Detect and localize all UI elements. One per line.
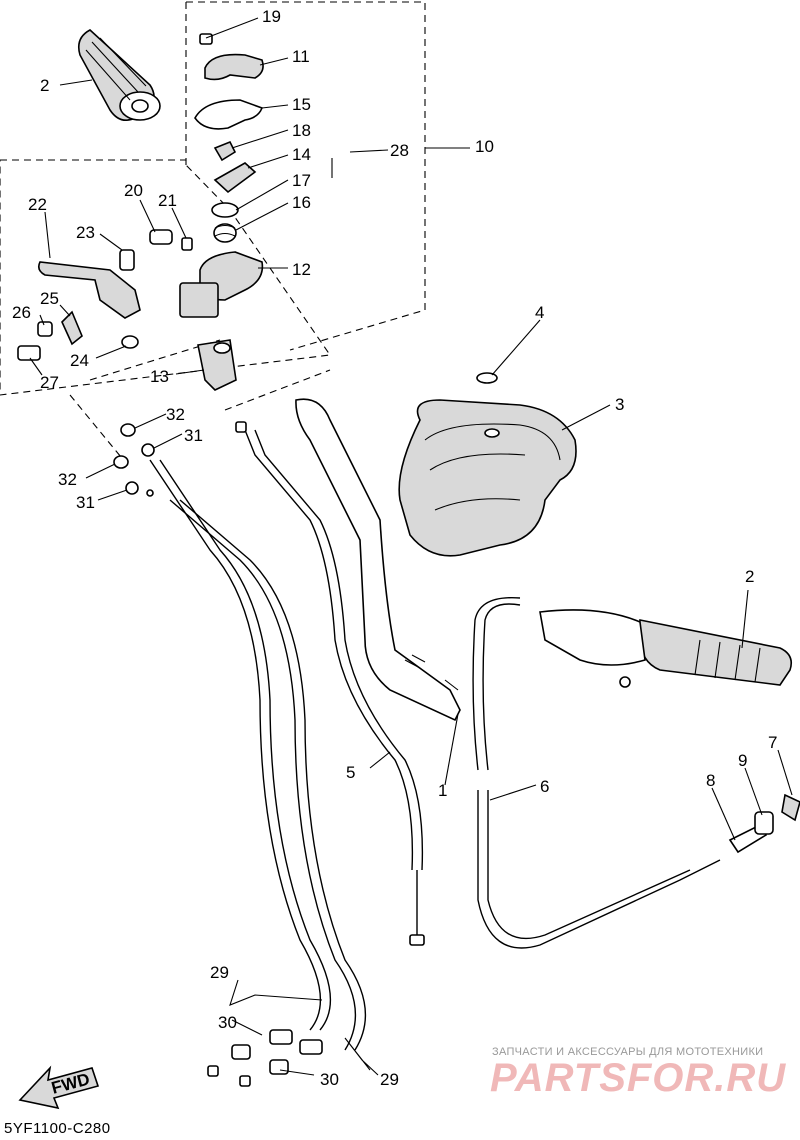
callout-31-lower: 31	[76, 493, 95, 512]
callout-7: 7	[768, 733, 777, 752]
callout-29-lower: 29	[380, 1070, 399, 1089]
callout-32-upper: 32	[166, 405, 185, 424]
callout-17: 17	[292, 171, 311, 190]
callout-6: 6	[540, 777, 549, 796]
right-grip	[539, 609, 793, 688]
left-grip	[77, 29, 161, 121]
callout-23: 23	[76, 223, 95, 242]
callout-27: 27	[40, 373, 59, 392]
drawing-code: 5YF1100-C280	[4, 1120, 111, 1137]
callout-21: 21	[158, 191, 177, 210]
handlebar-cover	[398, 372, 577, 557]
callout-24: 24	[70, 351, 89, 370]
callout-28: 28	[390, 141, 409, 160]
upper-assembly-boundary	[186, 1, 426, 351]
callout-5: 5	[346, 763, 355, 782]
callout-8: 8	[706, 771, 715, 790]
callout-20: 20	[124, 181, 143, 200]
callout-30-upper: 30	[218, 1013, 237, 1032]
cables	[113, 421, 800, 1087]
callout-22: 22	[28, 195, 47, 214]
cable-group-boundary-3	[224, 369, 331, 411]
throttle-housing-parts	[179, 33, 264, 391]
handlebar	[295, 398, 461, 722]
callout-18: 18	[292, 121, 311, 140]
callout-25: 25	[40, 289, 59, 308]
callout-3: 3	[615, 395, 624, 414]
fwd-arrow: FWD	[18, 1065, 100, 1110]
callout-15: 15	[292, 95, 311, 114]
callout-12: 12	[292, 260, 311, 279]
callout-1: 1	[438, 781, 447, 800]
watermark-tagline: ЗАПЧАСТИ И АКСЕССУАРЫ ДЛЯ МОТОТЕХНИКИ	[492, 1046, 764, 1058]
callout-2-right: 2	[745, 567, 754, 586]
callout-29-upper: 29	[210, 963, 229, 982]
callout-13: 13	[150, 367, 169, 386]
callout-2: 2	[40, 76, 49, 95]
callout-14: 14	[292, 145, 311, 164]
watermark-logo: PARTSFOR.RU	[490, 1056, 787, 1100]
leader-lines	[29, 17, 793, 1076]
callout-26: 26	[12, 303, 31, 322]
callout-32-lower: 32	[58, 470, 77, 489]
callout-10: 10	[475, 137, 494, 156]
callout-11: 11	[292, 47, 310, 66]
callout-16: 16	[292, 193, 311, 212]
callout-19: 19	[262, 7, 281, 26]
clutch-lever	[17, 229, 193, 361]
callout-4: 4	[535, 303, 544, 322]
callout-30-lower: 30	[320, 1070, 339, 1089]
callout-31-upper: 31	[184, 426, 203, 445]
callout-9: 9	[738, 751, 747, 770]
callout-labels: 2 19 11 15 18 14 28 10 17 16 12 20 21 22…	[12, 7, 777, 1089]
